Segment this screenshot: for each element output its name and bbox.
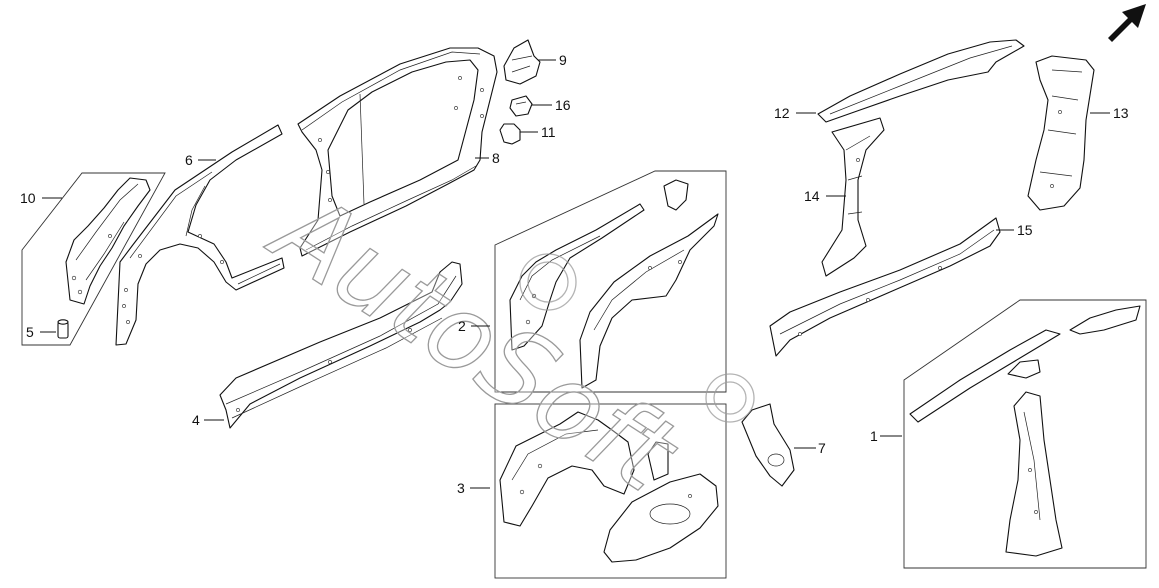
group-frame-2 [494,170,727,393]
front-direction-arrow-icon [1108,4,1146,42]
part-1-body-side-inner-group [909,305,1141,557]
part-3-rear-wheelhouse-group [499,411,719,563]
part-4-side-sill [219,261,463,429]
group-frame-10 [21,172,166,346]
callout-5: 5 [26,324,34,340]
part-6-outer-side-panel [115,124,285,346]
callout-12: 12 [774,105,790,121]
part-7-pillar-gusset [741,403,795,487]
callout-3: 3 [457,480,465,496]
part-5-plug [57,319,69,339]
part-11-bracket [499,123,521,145]
callout-14: 14 [804,188,820,204]
callout-1: 1 [870,428,878,444]
callout-8: 8 [492,150,500,166]
leader-lines [40,59,1110,489]
callout-6: 6 [185,152,193,168]
callout-15: 15 [1017,222,1033,238]
watermark-ring-1 [519,253,577,311]
part-9-bracket [503,39,541,85]
callout-11: 11 [541,124,556,140]
callout-16: 16 [555,97,571,113]
callout-7: 7 [818,440,826,456]
callout-2: 2 [458,318,466,334]
watermark-ring-4 [713,381,747,415]
part-14-b-pillar-inner [821,117,885,277]
part-16-clip [509,95,533,117]
watermark-ring-3 [705,373,755,423]
callout-13: 13 [1113,105,1129,121]
group-frame-1 [903,299,1147,569]
part-12-roof-rail [817,39,1025,123]
callout-10: 10 [20,190,36,206]
callout-9: 9 [559,52,567,68]
part-15-inner-sill [769,217,1001,357]
part-8-door-opening-frame [297,47,498,257]
part-13-b-pillar-upper [1027,55,1095,211]
part-2-inner-wheelhouse-group [509,179,719,389]
part-10-rear-pillar-inner [65,177,151,305]
watermark-ring-2 [527,261,569,303]
callout-4: 4 [192,412,200,428]
group-frame-3 [494,403,727,579]
